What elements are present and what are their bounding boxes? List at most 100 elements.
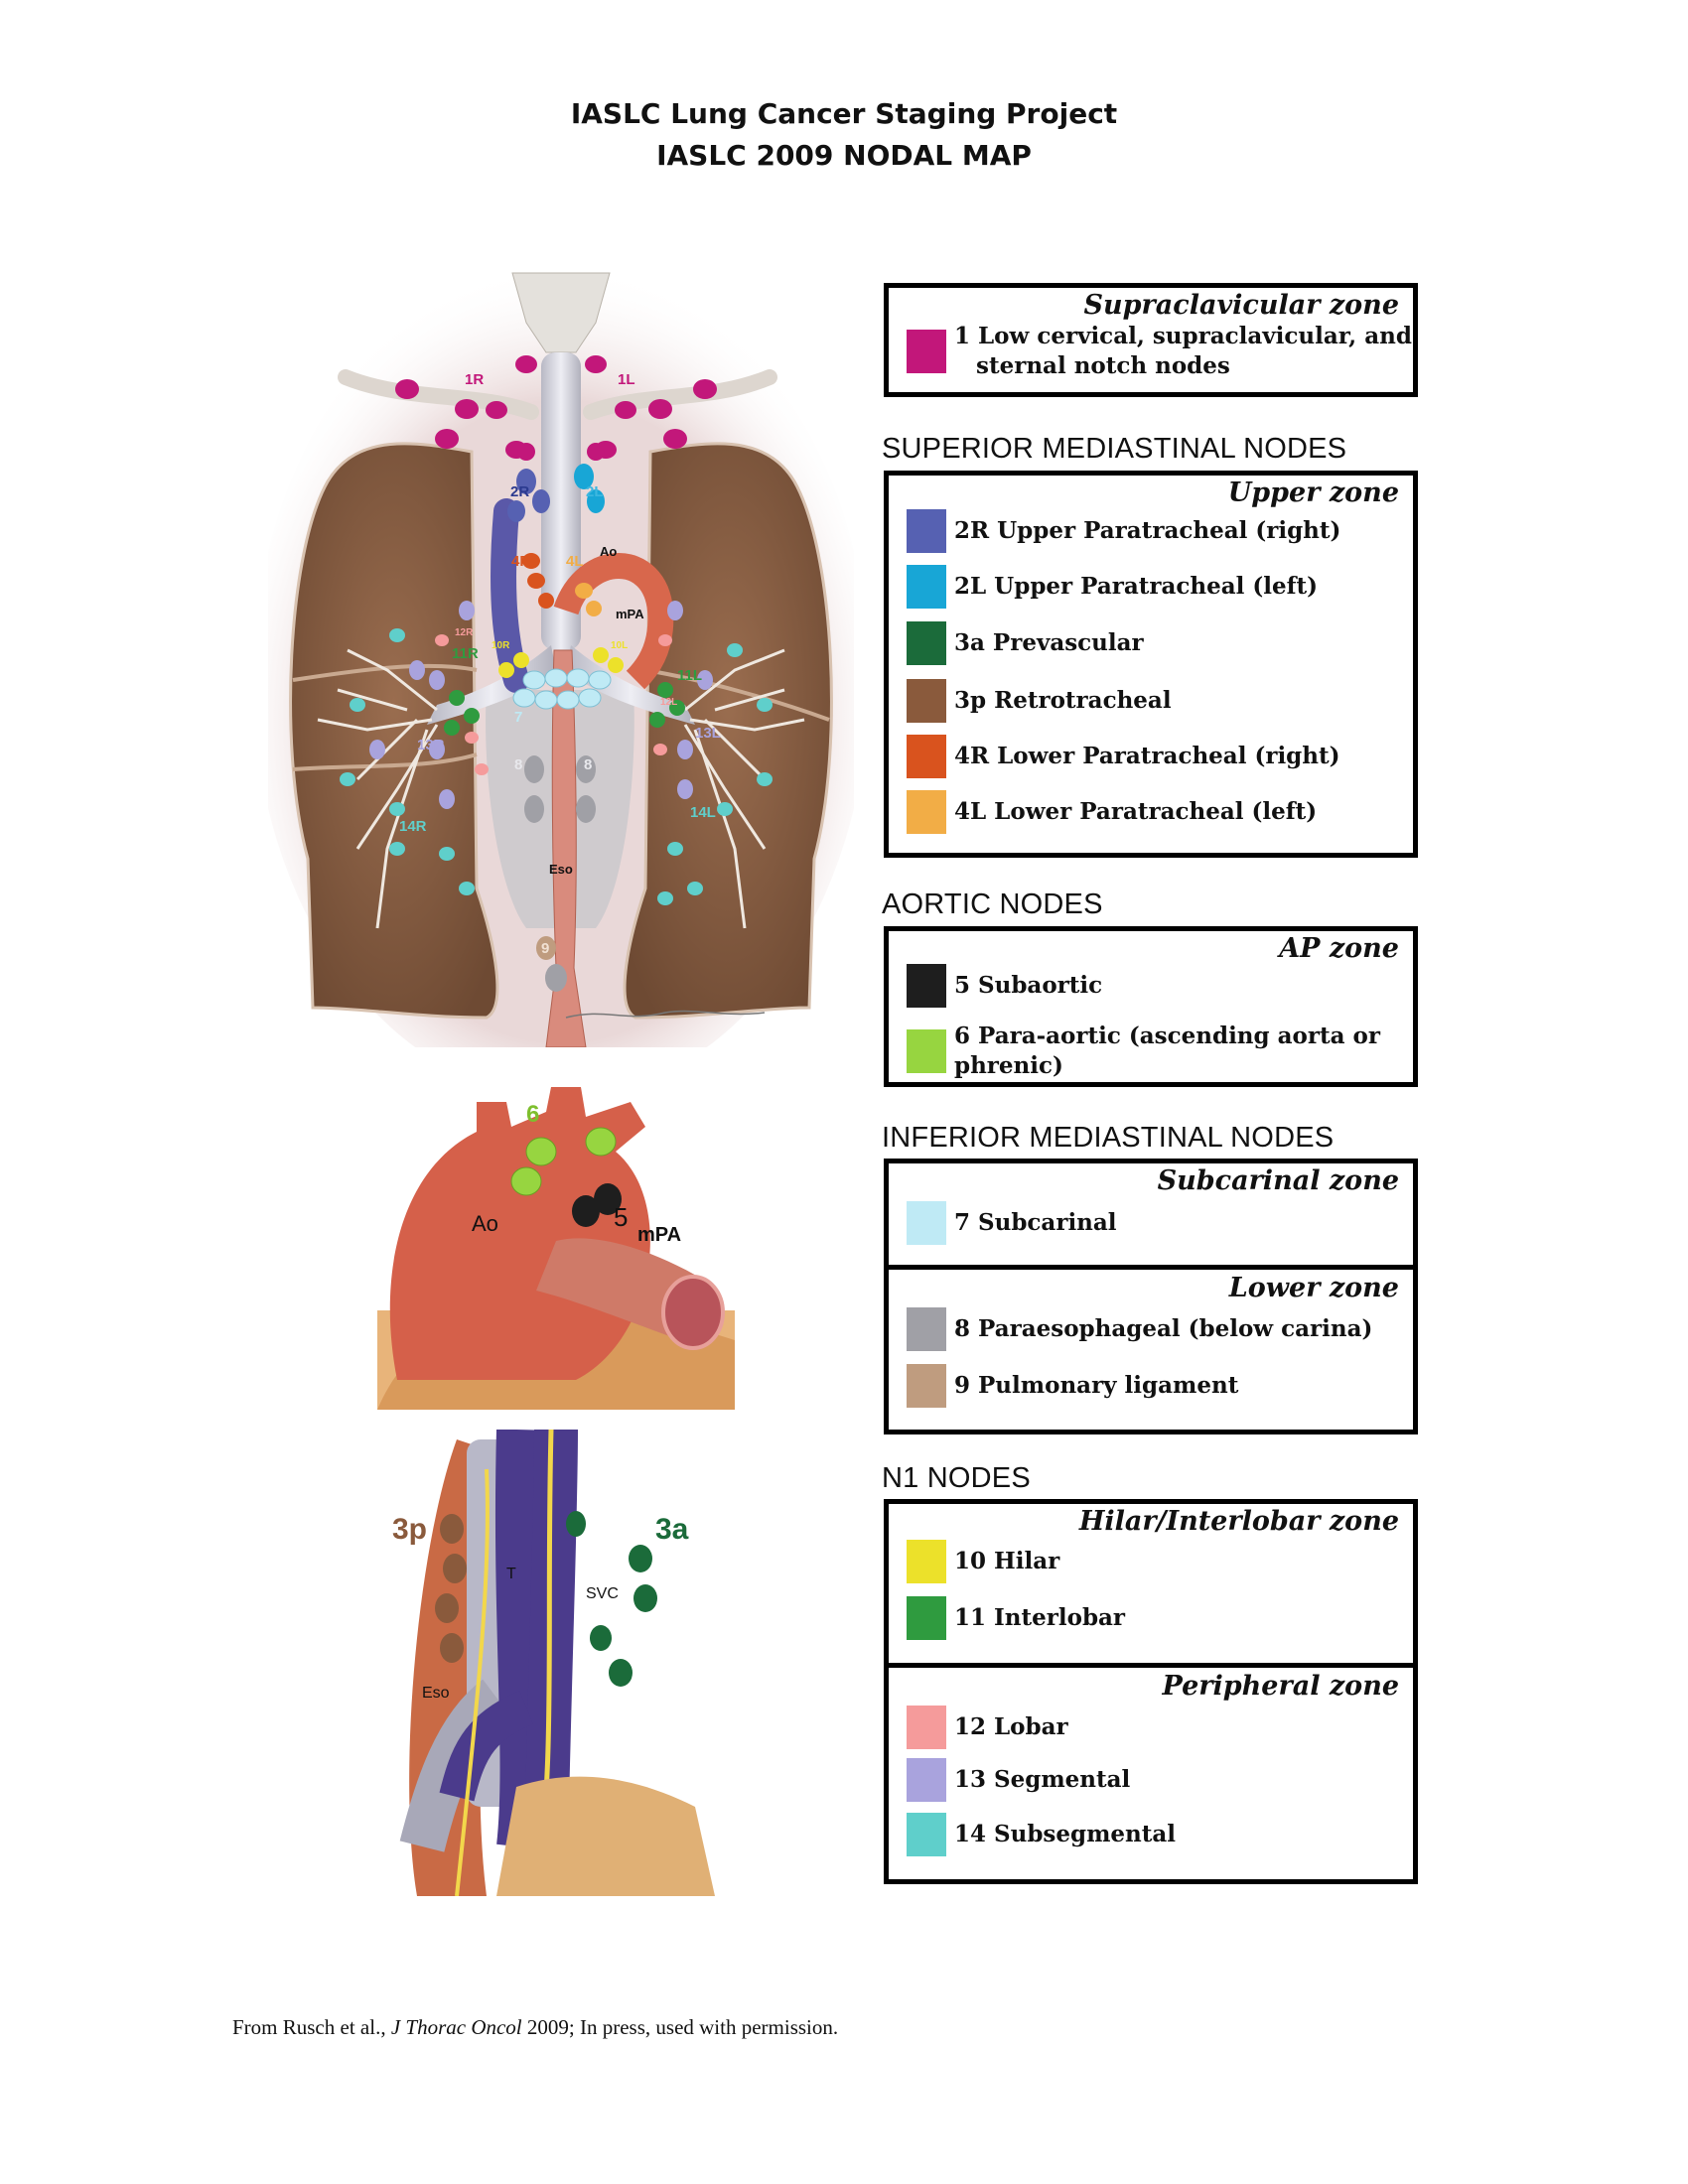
label-eso: Eso	[549, 862, 573, 877]
label-12l: 12L	[660, 697, 677, 708]
legend-label: 14 Subsegmental	[954, 1821, 1177, 1847]
label-mpa-2: mPA	[637, 1224, 681, 1246]
section-heading-superior: SUPERIOR MEDIASTINAL NODES	[882, 433, 1347, 465]
zone-title-supraclavicular: Supraclavicular zone	[1083, 290, 1399, 321]
legend-label: 11 Interlobar	[954, 1604, 1126, 1631]
label-2r: 2R	[510, 483, 529, 500]
citation-year: 2009	[521, 2015, 569, 2039]
legend-swatch	[907, 1706, 946, 1749]
legend-label: 1 Low cervical, supraclavicular, and	[954, 323, 1412, 349]
legend-swatch	[907, 1201, 946, 1245]
legend-label: 12 Lobar	[954, 1713, 1068, 1740]
label-mpa: mPA	[616, 607, 644, 621]
label-8a: 8	[514, 756, 522, 773]
supraclavicular-legend-box: Supraclavicular zone 1 Low cervical, sup…	[884, 283, 1418, 397]
zone-title-subcarinal: Subcarinal zone	[1157, 1165, 1399, 1196]
legend-label: 7 Subcarinal	[954, 1209, 1117, 1236]
citation-prefix: From Rusch et al.,	[232, 2015, 391, 2039]
legend-swatch	[907, 964, 946, 1008]
legend-label: 4R Lower Paratracheal (right)	[954, 743, 1340, 769]
section-heading-inferior: INFERIOR MEDIASTINAL NODES	[882, 1122, 1335, 1154]
lung-nodal-map-illustration: 1R 1L 2R 2L 4R 4L Ao mPA 10R 10L 11R 11L…	[268, 263, 854, 1047]
legend-item: 3a Prevascular	[907, 621, 1144, 665]
label-10l: 10L	[611, 640, 628, 651]
zone-title-hilar-interlobar: Hilar/Interlobar zone	[1078, 1506, 1399, 1537]
legend-item: 9 Pulmonary ligament	[907, 1364, 1238, 1408]
legend-label: 8 Paraesophageal (below carina)	[954, 1315, 1373, 1342]
inferior-legend-box: Subcarinal zone 7 Subcarinal Lower zone …	[884, 1159, 1418, 1434]
label-10r: 10R	[492, 640, 510, 651]
label-11r: 11R	[452, 645, 479, 662]
label-ao-2: Ao	[472, 1211, 498, 1236]
legend-label: 6 Para-aortic (ascending aorta or phreni…	[954, 1023, 1380, 1079]
lateral-mediastinum-illustration: 3p 3a T SVC Eso	[392, 1430, 715, 1896]
legend-item: 13 Segmental	[907, 1758, 1130, 1802]
legend-swatch	[907, 1029, 946, 1073]
legend-swatch	[907, 679, 946, 723]
legend-label: 3a Prevascular	[954, 629, 1144, 656]
label-11l: 11L	[677, 667, 702, 684]
legend-item: 2L Upper Paratracheal (left)	[907, 565, 1318, 609]
label-14l: 14L	[690, 804, 716, 821]
legend-swatch	[907, 565, 946, 609]
label-2l: 2L	[586, 483, 604, 500]
label-svc: SVC	[586, 1585, 619, 1602]
legend-label: 2L Upper Paratracheal (left)	[954, 573, 1319, 600]
zone-divider	[889, 1265, 1413, 1270]
zone-title-peripheral: Peripheral zone	[1162, 1671, 1399, 1702]
legend-item: 4R Lower Paratracheal (right)	[907, 735, 1340, 778]
section-heading-aortic: AORTIC NODES	[882, 888, 1103, 920]
label-1l: 1L	[618, 371, 635, 388]
label-1r: 1R	[465, 371, 484, 388]
legend-item: 2R Upper Paratracheal (right)	[907, 509, 1340, 553]
label-4l: 4L	[566, 553, 584, 570]
zone-title-upper: Upper zone	[1227, 478, 1399, 508]
legend-item: 12 Lobar	[907, 1706, 1068, 1749]
legend-swatch	[907, 1540, 946, 1583]
label-8b: 8	[584, 756, 592, 773]
legend-label: 5 Subaortic	[954, 972, 1103, 999]
legend-item: 4L Lower Paratracheal (left)	[907, 790, 1317, 834]
page-subtitle: IASLC 2009 NODAL MAP	[656, 139, 1032, 172]
artist-signature	[565, 1010, 766, 1019]
label-3a: 3a	[655, 1513, 689, 1546]
legend-item: 14 Subsegmental	[907, 1813, 1176, 1856]
legend-swatch	[907, 735, 946, 778]
legend-swatch	[907, 1813, 946, 1856]
legend-swatch	[907, 509, 946, 553]
citation-journal: J Thorac Oncol	[390, 2015, 522, 2039]
superior-legend-box: Upper zone 2R Upper Paratracheal (right)…	[884, 471, 1418, 858]
label-6: 6	[526, 1101, 539, 1128]
label-13r: 13R	[417, 737, 445, 753]
section-heading-n1: N1 NODES	[882, 1462, 1031, 1494]
label-eso-2: Eso	[422, 1685, 450, 1702]
label-3p: 3p	[392, 1513, 427, 1546]
zone-divider	[889, 1663, 1413, 1668]
legend-item: 6 Para-aortic (ascending aorta or phreni…	[907, 1022, 1413, 1081]
legend-label: 9 Pulmonary ligament	[954, 1372, 1239, 1399]
legend-swatch	[907, 1364, 946, 1408]
aortic-legend-box: AP zone 5 Subaortic 6 Para-aortic (ascen…	[884, 926, 1418, 1087]
zone-title-ap: AP zone	[1279, 933, 1399, 964]
legend-label: 13 Segmental	[954, 1766, 1131, 1793]
label-13l: 13L	[695, 725, 721, 742]
legend-swatch	[907, 1596, 946, 1640]
label-9: 9	[541, 940, 549, 957]
legend-item: 10 Hilar	[907, 1540, 1059, 1583]
legend-swatch	[907, 790, 946, 834]
label-t: T	[506, 1566, 516, 1582]
legend-label: 4L Lower Paratracheal (left)	[954, 798, 1318, 825]
aortopulmonary-window-illustration: 6 5 Ao mPA	[377, 1087, 735, 1410]
legend-swatch	[907, 330, 946, 373]
legend-item: 5 Subaortic	[907, 964, 1102, 1008]
citation-suffix: ; In press, used with permission.	[568, 2015, 839, 2039]
legend-swatch	[907, 1307, 946, 1351]
legend-item: 3p Retrotracheal	[907, 679, 1172, 723]
label-12r: 12R	[455, 627, 474, 638]
legend-item: 1 Low cervical, supraclavicular, and ste…	[907, 322, 1412, 381]
label-7: 7	[514, 709, 522, 726]
legend-item: 8 Paraesophageal (below carina)	[907, 1307, 1372, 1351]
label-4r: 4R	[511, 553, 530, 570]
legend-item: 11 Interlobar	[907, 1596, 1125, 1640]
legend-label: 3p Retrotracheal	[954, 687, 1172, 714]
